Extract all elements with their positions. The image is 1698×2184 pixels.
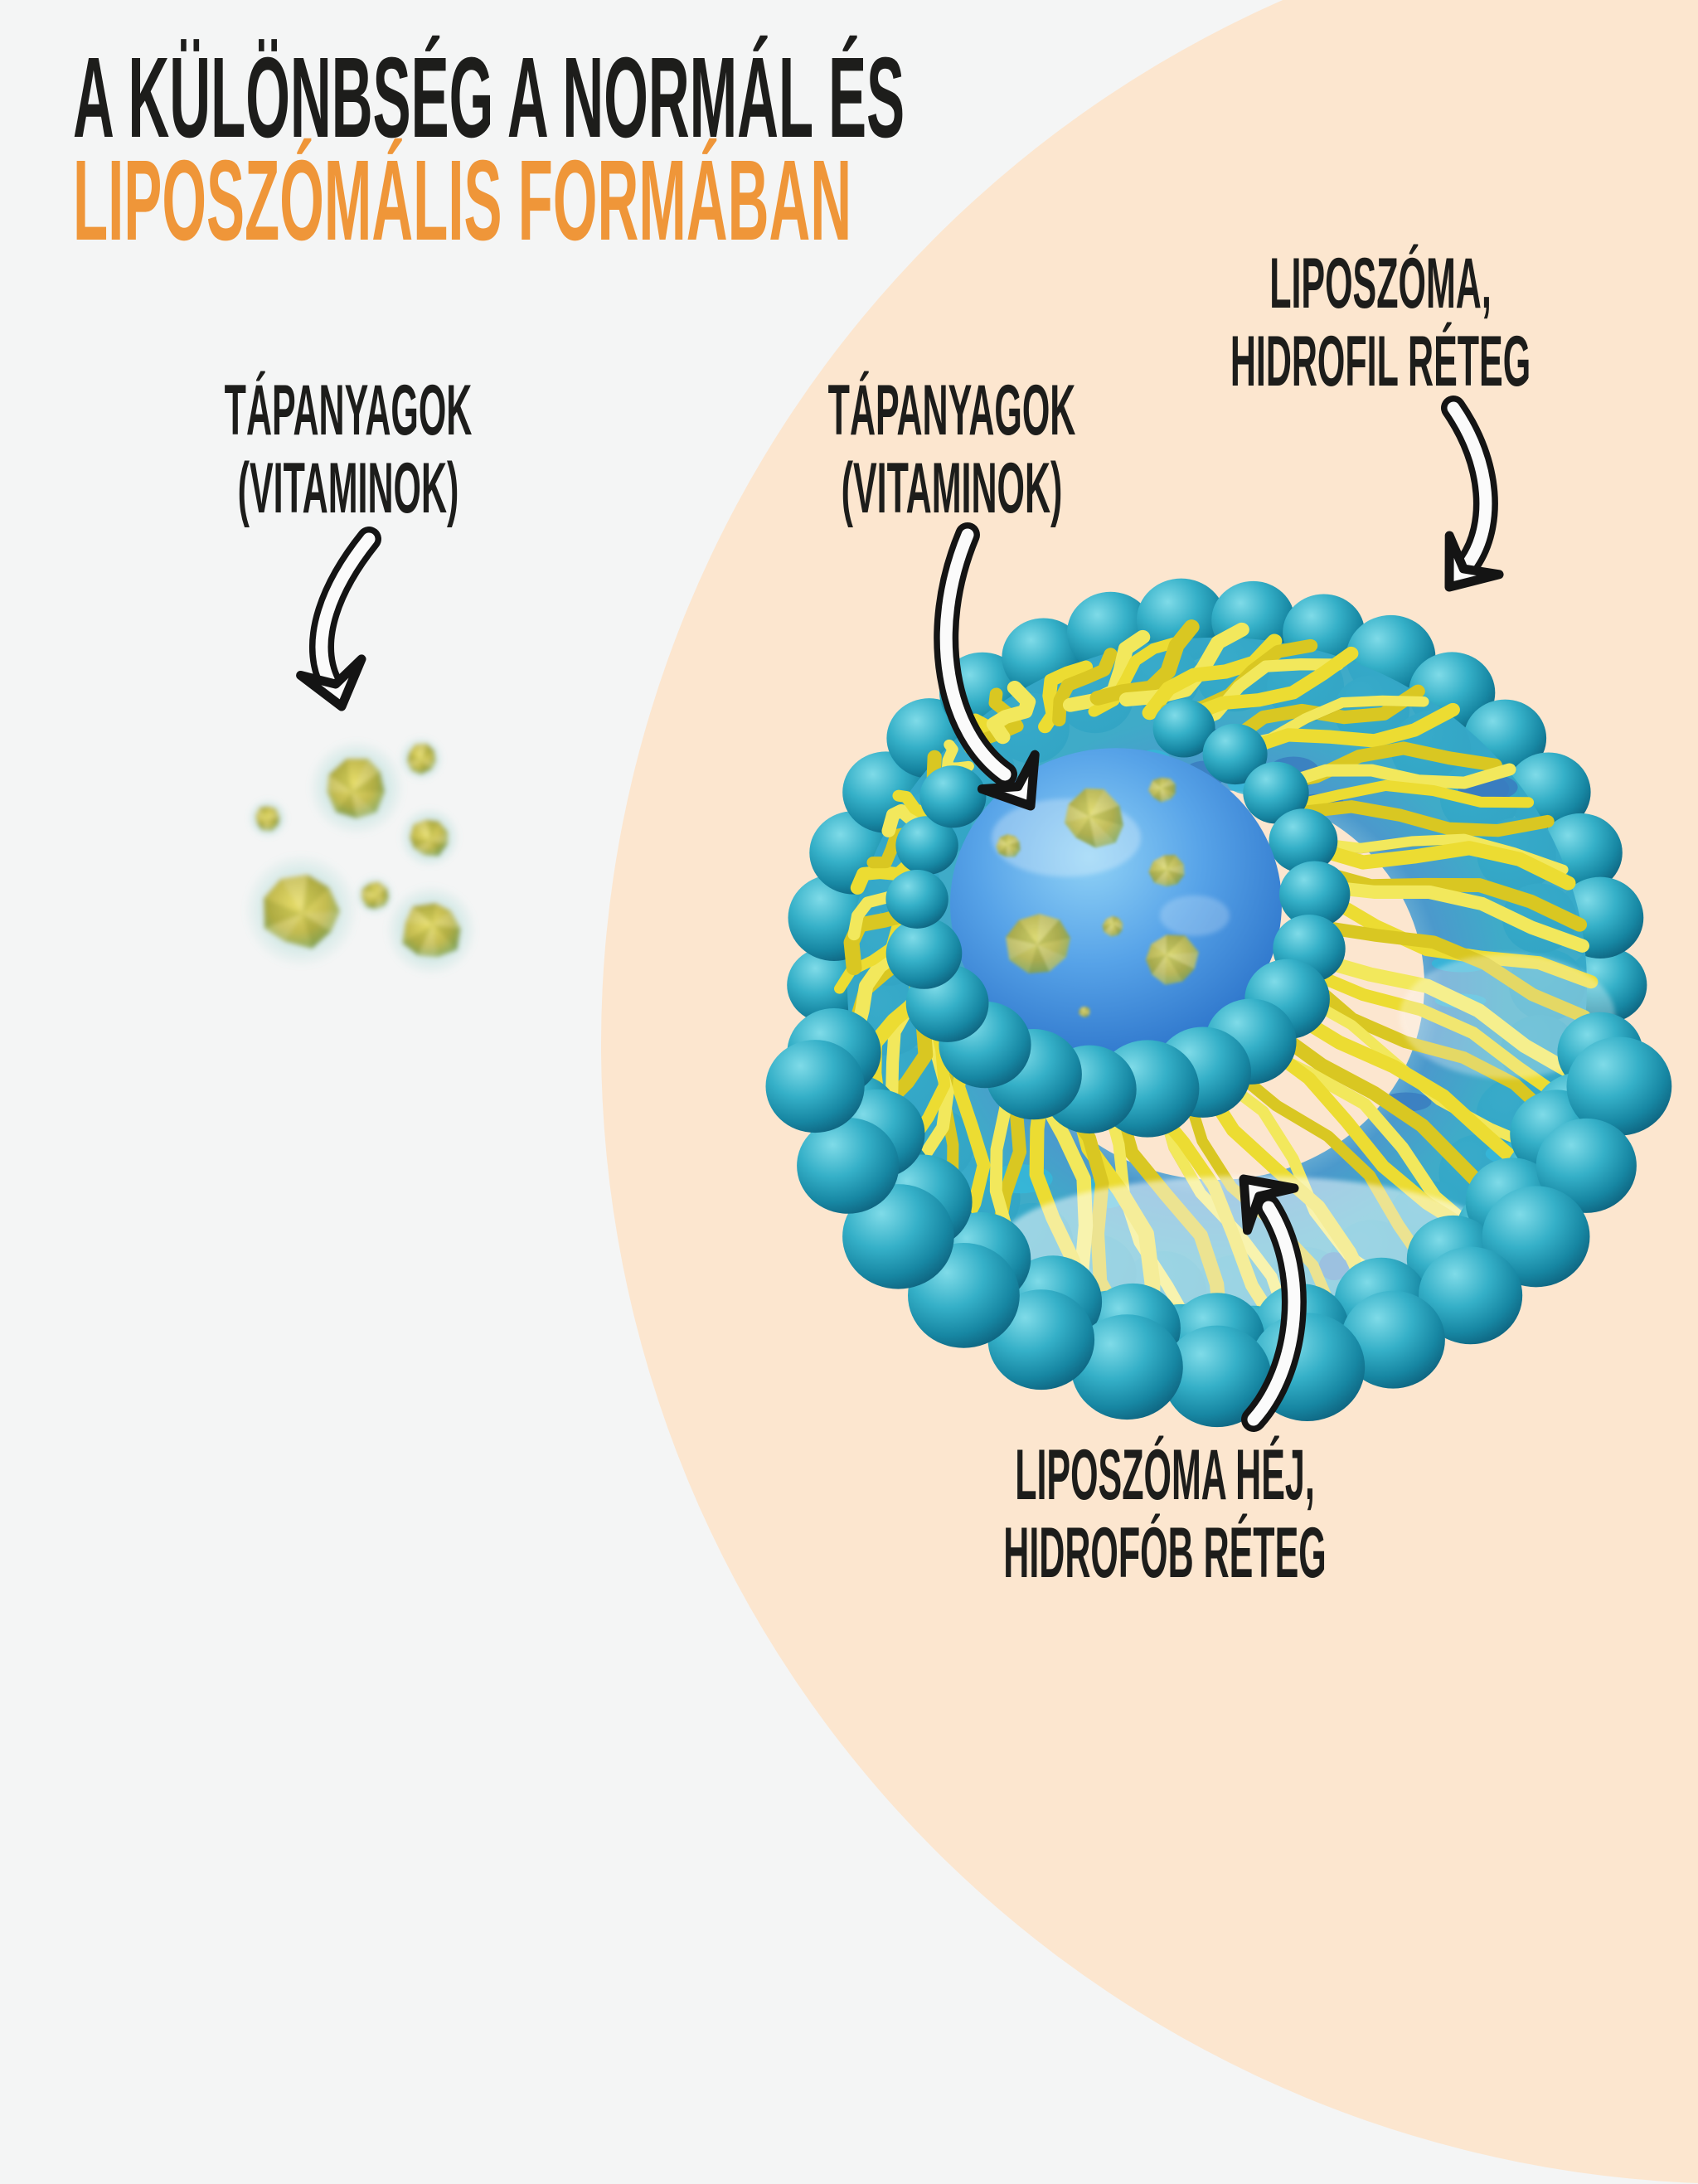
- vitamin-particle: [398, 806, 461, 869]
- vitamin-particle: [398, 735, 444, 782]
- label-normal-nutrients-line1: TÁPANYAGOK: [224, 371, 473, 450]
- vitamin-particle: [354, 875, 395, 916]
- vitamin-particle: [308, 739, 405, 837]
- infographic-page: { "page": { "background_color": "#f4f5f5…: [73, 0, 1698, 2184]
- vitamin-particle: [243, 852, 359, 968]
- label-liposomal-nutrients: TÁPANYAGOK (VITAMINOK): [786, 371, 1118, 527]
- vitamin-particle: [385, 884, 478, 977]
- label-hydrophobic-layer: LIPOSZÓMA HÉJ, HIDROFÓB RÉTEG: [999, 1436, 1331, 1592]
- arrow-hydrophobic-layer: [1239, 1174, 1307, 1432]
- arrow-normal-vitamins: [296, 527, 381, 711]
- encapsulated-vitamin-particle: [1145, 934, 1199, 985]
- label-normal-nutrients: TÁPANYAGOK (VITAMINOK): [182, 371, 514, 527]
- encapsulated-vitamin-particle: [1079, 1006, 1090, 1018]
- encapsulated-vitamin-particle: [1148, 854, 1185, 887]
- label-hydrophilic-line2: HIDROFIL RÉTEG: [1230, 322, 1531, 401]
- encapsulated-vitamin-particle: [1065, 788, 1123, 848]
- label-hydrophilic-layer: LIPOSZÓMA, HIDROFIL RÉTEG: [1215, 245, 1546, 400]
- label-hydrophilic-line1: LIPOSZÓMA,: [1269, 244, 1492, 323]
- title-line-1: A KÜLÖNBSÉG A NORMÁL ÉS: [73, 34, 905, 162]
- page-title: A KÜLÖNBSÉG A NORMÁL ÉS LIPOSZÓMÁLIS FOR…: [73, 34, 905, 265]
- title-line-2: LIPOSZÓMÁLIS FORMÁBAN: [73, 137, 852, 265]
- liposome-illustration: [765, 578, 1672, 1428]
- vitamin-particle: [247, 798, 289, 839]
- encapsulated-vitamin-particle: [1148, 777, 1176, 803]
- encapsulated-vitamin-particle: [996, 834, 1021, 857]
- label-normal-nutrients-line2: (VITAMINOK): [237, 449, 459, 528]
- arrow-liposomal-vitamins: [934, 522, 1040, 811]
- encapsulated-vitamin-particle: [1006, 914, 1071, 973]
- label-liposomal-nutrients-line1: TÁPANYAGOK: [827, 371, 1076, 450]
- label-hydrophobic-line1: LIPOSZÓMA HÉJ,: [1015, 1435, 1315, 1515]
- arrow-hydrophilic-layer: [1441, 396, 1504, 592]
- normal-vitamins-particles: [243, 735, 478, 977]
- label-hydrophobic-line2: HIDROFÓB RÉTEG: [1003, 1513, 1327, 1593]
- annotation-arrows: [296, 396, 1504, 1432]
- diagram-canvas: [243, 396, 1672, 1432]
- encapsulated-vitamin-particle: [1102, 915, 1123, 937]
- label-liposomal-nutrients-line2: (VITAMINOK): [841, 449, 1063, 528]
